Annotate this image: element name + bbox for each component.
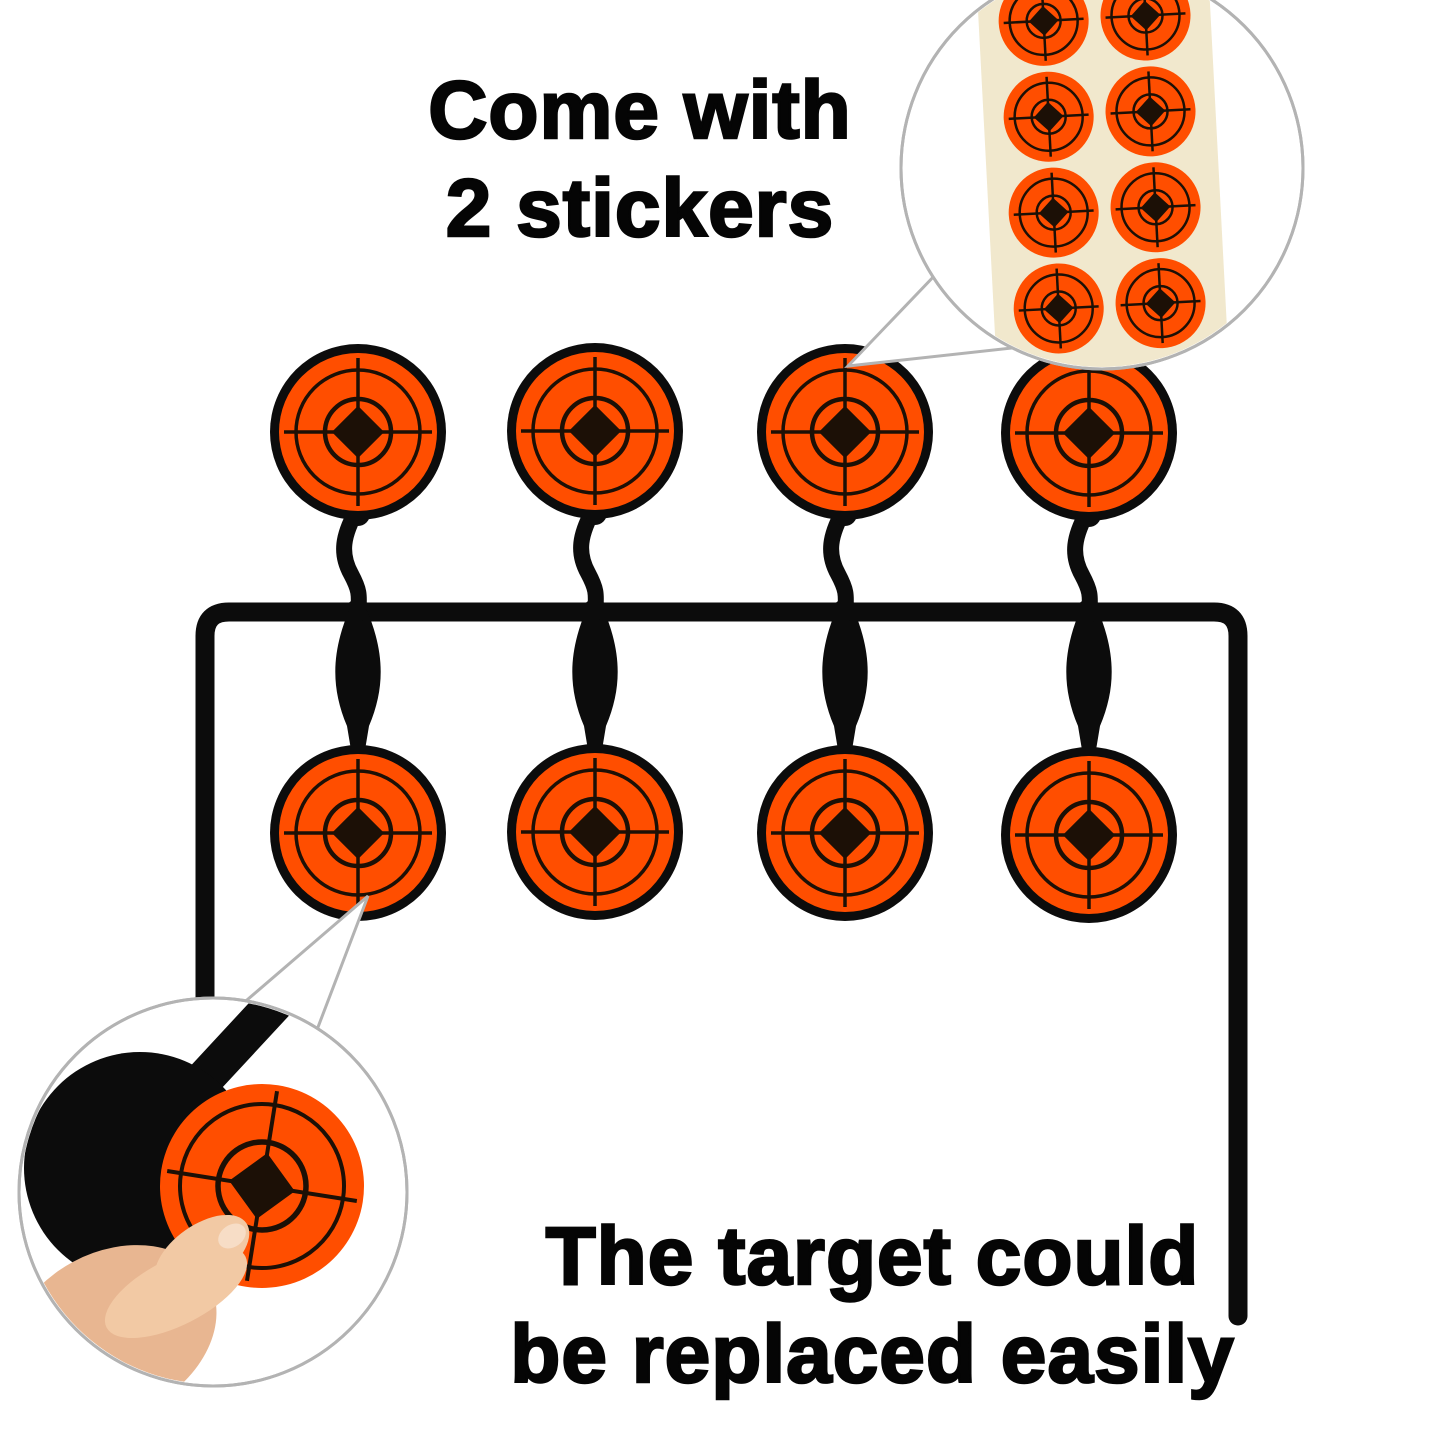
bullseye-target-icon bbox=[1001, 345, 1177, 521]
sticker-sheet-callout bbox=[844, 0, 1305, 371]
bottom-hanger-row bbox=[335, 608, 1112, 750]
sticker-callout-text: Come with 2 stickers bbox=[290, 62, 990, 259]
bottom-target-row bbox=[270, 744, 1177, 923]
bullseye-target-icon bbox=[1001, 747, 1177, 923]
bullseye-target-icon bbox=[270, 344, 446, 520]
magnifier-ring bbox=[899, 0, 1305, 371]
thumb-nail bbox=[218, 1223, 246, 1249]
paddle-arm bbox=[177, 1000, 317, 1107]
target-hanger bbox=[1066, 608, 1112, 750]
replacement-demo-view bbox=[21, 1000, 364, 1384]
replacement-demo-callout bbox=[17, 894, 409, 1388]
target-hanger bbox=[335, 608, 381, 750]
bullseye-target-icon bbox=[507, 343, 683, 519]
target-hanger bbox=[572, 608, 618, 750]
magnifier-ring bbox=[17, 996, 409, 1388]
headline-line: be replaced easily bbox=[509, 1308, 1235, 1402]
headline-line: The target could bbox=[544, 1210, 1200, 1304]
headline-line: 2 stickers bbox=[445, 162, 835, 256]
top-target-row bbox=[270, 343, 1177, 521]
frame-rod bbox=[195, 602, 1248, 1326]
bullseye-target-icon bbox=[507, 744, 683, 920]
bullseye-target-icon bbox=[757, 344, 933, 520]
sticker-sheet-view bbox=[974, 0, 1230, 367]
headline-line: Come with bbox=[427, 64, 852, 158]
target-hanger bbox=[822, 608, 868, 750]
replace-callout-text: The target could be replaced easily bbox=[325, 1208, 1420, 1405]
bullseye-target-icon bbox=[757, 745, 933, 921]
bullseye-target-icon bbox=[270, 745, 446, 921]
top-hook-row bbox=[344, 501, 1101, 615]
